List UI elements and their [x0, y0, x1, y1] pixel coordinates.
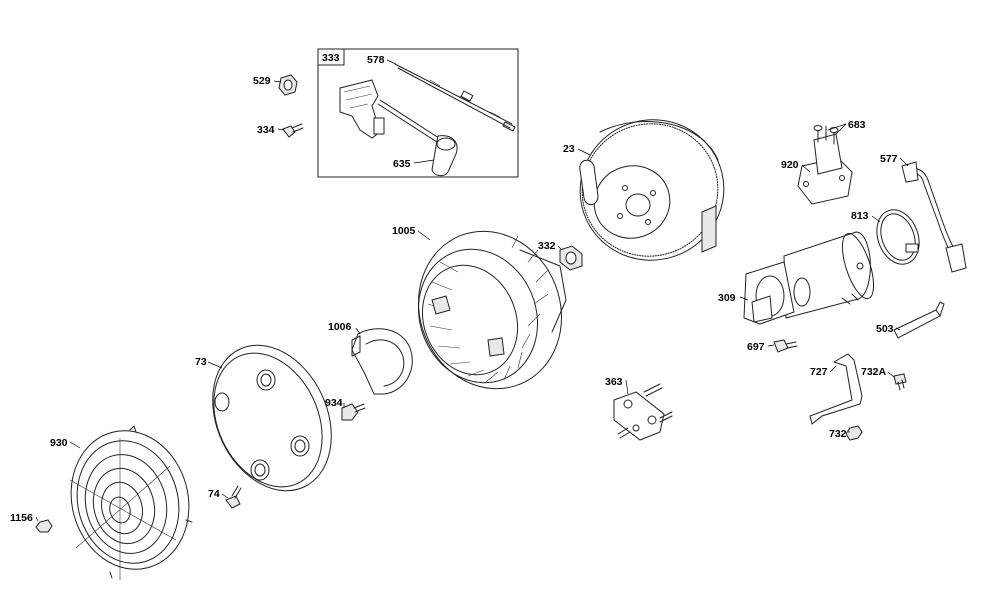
- part-697-bolt: [773, 339, 798, 353]
- leader-lines: [35, 59, 909, 522]
- callout-529: 529: [253, 75, 271, 87]
- part-578-wire-harness: [394, 63, 516, 132]
- callout-1006: 1006: [328, 321, 352, 333]
- callout-813: 813: [851, 210, 869, 222]
- callout-635: 635: [393, 158, 411, 170]
- callout-73: 73: [195, 356, 207, 368]
- part-503-clip: [893, 301, 945, 339]
- part-1156-nut: [35, 519, 53, 533]
- callout-363: 363: [605, 376, 623, 388]
- kit-box-333: [317, 48, 519, 178]
- callout-930: 930: [50, 437, 68, 449]
- callout-920: 920: [781, 159, 799, 171]
- callout-934: 934: [325, 397, 343, 409]
- callout-683: 683: [848, 119, 866, 131]
- part-309-starter-motor: [743, 231, 875, 325]
- part-732-nut: [845, 425, 863, 441]
- callout-labels: 333 578 529 334 635 23 683 920 577 813 1…: [10, 52, 898, 524]
- part-635-ignition-module: [339, 79, 458, 177]
- part-73-cover: [212, 344, 332, 492]
- callout-578: 578: [367, 54, 385, 66]
- part-332-nut: [559, 245, 583, 271]
- part-920-solenoid: [797, 125, 853, 205]
- callout-23: 23: [563, 143, 575, 155]
- part-577-cable: [901, 161, 967, 273]
- part-529-nut: [278, 74, 298, 96]
- part-363-mount-plate: [613, 383, 673, 441]
- callout-309: 309: [718, 292, 736, 304]
- part-813-band-clamp: [876, 209, 920, 265]
- callout-577: 577: [880, 153, 898, 165]
- callout-727: 727: [810, 366, 828, 378]
- callout-1005: 1005: [392, 225, 416, 237]
- part-934-screw: [341, 403, 366, 421]
- part-1006-ratchet-cup: [351, 328, 413, 395]
- callout-332: 332: [538, 240, 556, 252]
- callout-697: 697: [747, 341, 765, 353]
- callout-74: 74: [208, 488, 220, 500]
- part-334-screw: [282, 123, 304, 138]
- part-732A-bolt: [893, 373, 907, 391]
- callout-732: 732: [829, 428, 847, 440]
- callout-334: 334: [257, 124, 275, 136]
- part-727-bracket: [809, 353, 863, 425]
- callout-1156: 1156: [10, 512, 33, 524]
- callout-503: 503: [876, 323, 894, 335]
- callout-333: 333: [322, 52, 340, 64]
- part-930-guard: [69, 425, 193, 580]
- part-1005-fan: [417, 230, 567, 390]
- part-74-screw: [225, 485, 242, 509]
- callout-732A: 732A: [861, 366, 887, 378]
- part-23-flywheel: [579, 119, 725, 261]
